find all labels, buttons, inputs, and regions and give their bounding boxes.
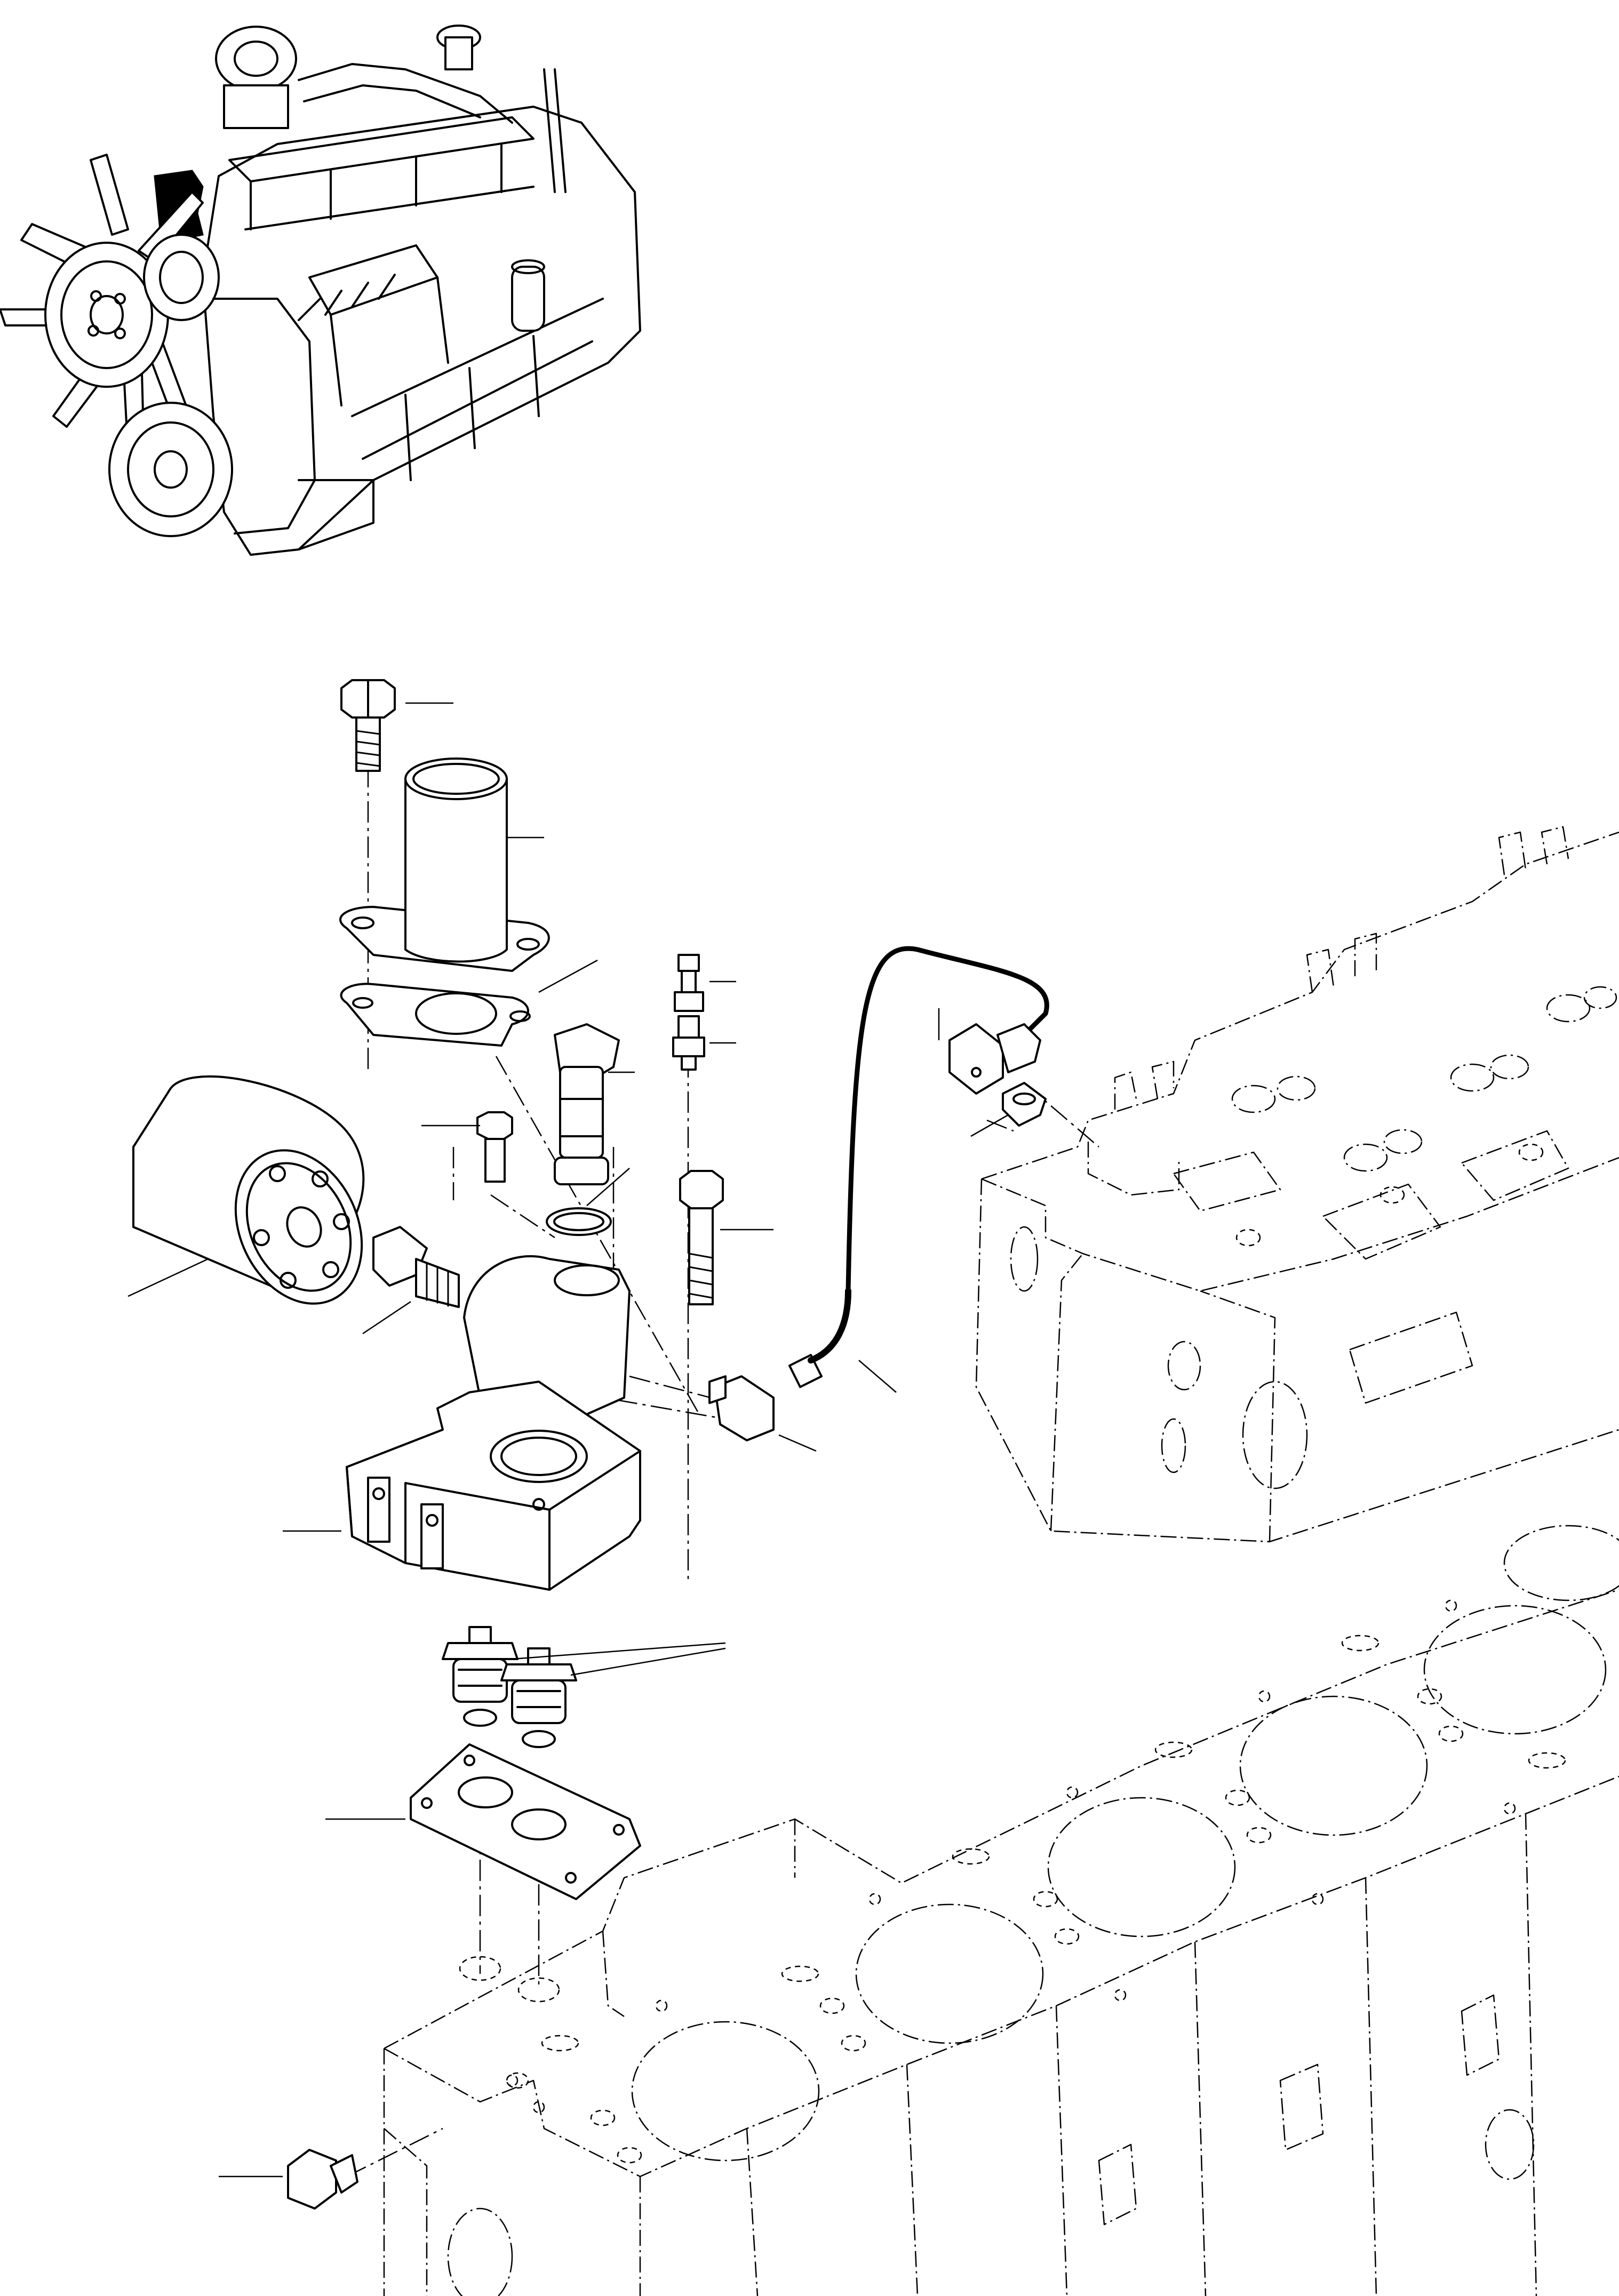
small-bolt xyxy=(476,1111,513,1183)
nipple-adapter xyxy=(372,1226,460,1308)
bypass-valve xyxy=(554,1023,620,1185)
o-ring xyxy=(546,1207,612,1236)
assembly-axes xyxy=(346,731,1099,2178)
long-bolt xyxy=(679,1170,724,1305)
thermostat-cover-flange-bolt xyxy=(340,679,396,772)
engine-overview xyxy=(0,25,641,556)
sensor-harness xyxy=(788,946,1049,1388)
oil-filter xyxy=(132,1075,365,1305)
sensor-connector xyxy=(708,1375,775,1441)
drain-plug xyxy=(287,2149,358,2210)
temperature-sender xyxy=(672,1015,705,1071)
harness-connector xyxy=(948,1023,1041,1095)
harness-plug xyxy=(1002,1082,1047,1127)
callout-leaders xyxy=(127,702,1009,2178)
water-outlet-elbow xyxy=(339,758,550,972)
bleed-screw xyxy=(674,954,704,1012)
cylinder-head-ghost xyxy=(975,826,1619,1543)
housing-gasket xyxy=(410,1743,641,1900)
thermostats xyxy=(442,1626,577,1748)
thermostat-housing xyxy=(346,1255,641,1591)
cylinder-block-ghost xyxy=(383,1525,1619,2296)
outlet-gasket xyxy=(340,983,531,1047)
